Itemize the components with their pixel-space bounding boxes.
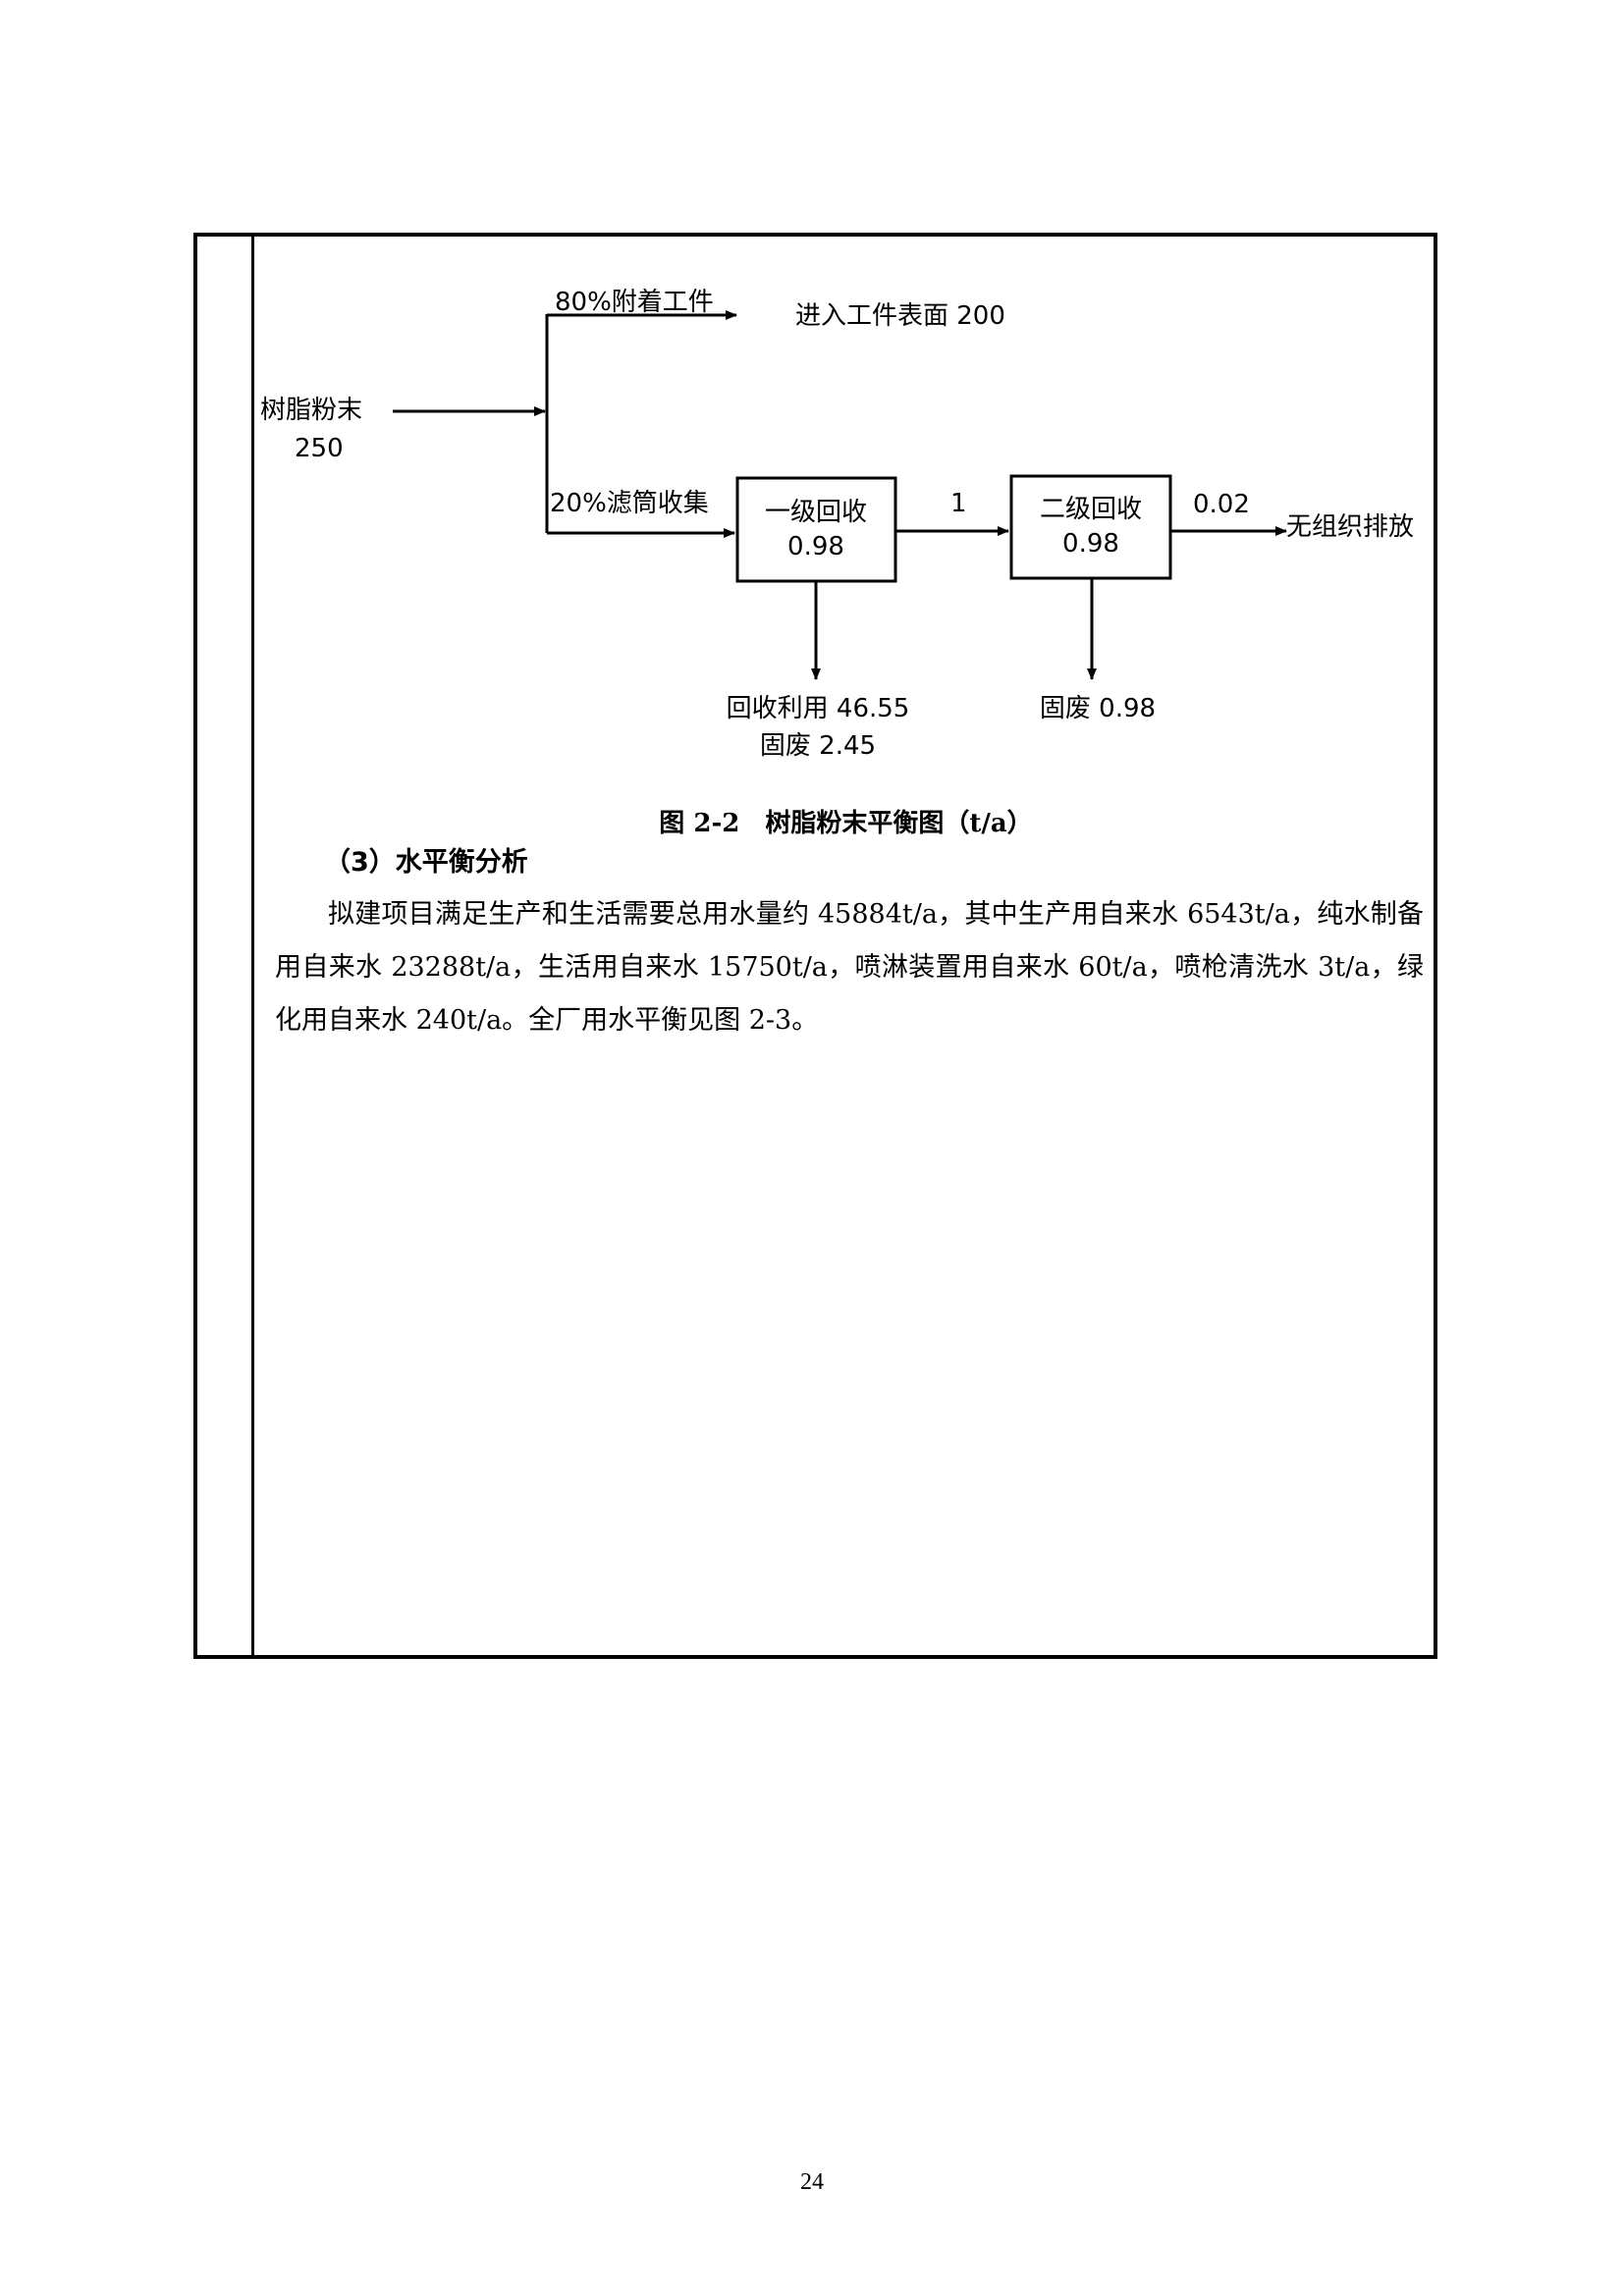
input-label: 树脂粉末 [260, 396, 362, 425]
stage1-title: 一级回收 [765, 498, 867, 527]
output-value: 0.02 [1193, 490, 1250, 519]
stage2-value: 0.98 [1062, 529, 1119, 559]
figure-caption: 图 2-2 树脂粉末平衡图（t/a） [659, 809, 1033, 838]
section-heading: （3）水平衡分析 [324, 847, 528, 878]
stage1-box [735, 476, 897, 583]
resin-powder-balance-diagram: 树脂粉末 250 80%附着工件 进入工件表面 200 20%滤筒收集 一级回收… [260, 288, 1414, 761]
input-value: 250 [295, 434, 344, 463]
stage2-box [1009, 474, 1172, 580]
top-branch-label: 80%附着工件 [555, 288, 714, 317]
stage1-output-line1: 回收利用 46.55 [727, 694, 910, 723]
stage-link-value: 1 [950, 489, 967, 518]
bottom-branch-label: 20%滤筒收集 [550, 489, 709, 518]
table-column-divider [251, 233, 254, 1659]
stage1-value: 0.98 [787, 532, 844, 561]
top-branch-result: 进入工件表面 200 [795, 301, 1005, 331]
body-paragraph: 拟建项目满足生产和生活需要总用水量约 45884t/a，其中生产用自来水 654… [275, 899, 1424, 1036]
output-label: 无组织排放 [1286, 512, 1414, 542]
page-number: 24 [800, 2169, 824, 2195]
table-frame [193, 233, 1437, 1659]
stage2-output: 固废 0.98 [1040, 694, 1156, 723]
stage2-title: 二级回收 [1040, 495, 1142, 524]
stage1-output-line2: 固废 2.45 [760, 731, 876, 761]
